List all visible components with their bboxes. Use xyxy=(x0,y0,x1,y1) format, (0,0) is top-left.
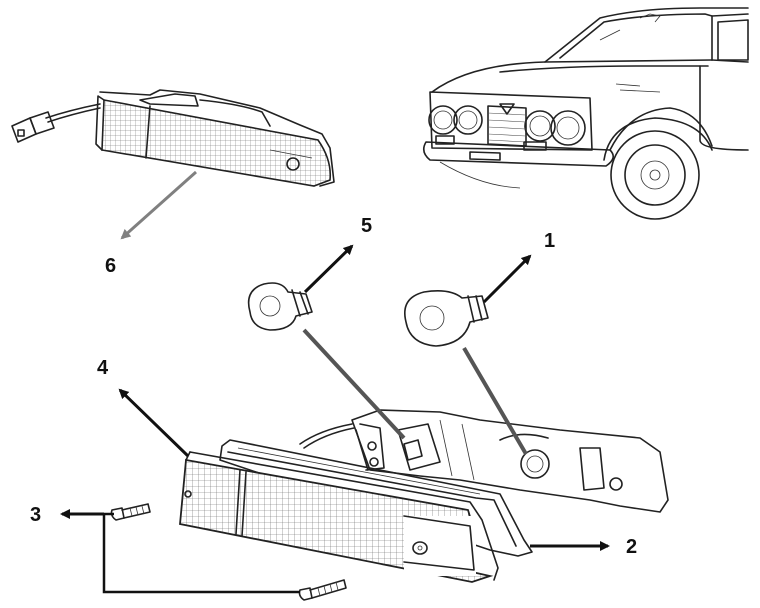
leader-arrow-4 xyxy=(118,388,190,458)
callout-2: 2 xyxy=(626,536,637,558)
callout-1: 1 xyxy=(544,230,555,252)
car-front-illustration xyxy=(422,7,749,220)
fixing-screws xyxy=(110,503,347,601)
bulb-large xyxy=(404,290,489,347)
leader-arrow-1 xyxy=(482,254,532,304)
callout-5: 5 xyxy=(361,215,372,237)
leader-bracket-3 xyxy=(60,509,300,594)
pointer-line-1 xyxy=(462,346,528,456)
indicator-lens xyxy=(179,451,499,583)
callout-labels: 6 5 1 4 3 2 xyxy=(30,215,637,558)
callout-4: 4 xyxy=(97,357,109,379)
callout-6: 6 xyxy=(105,255,116,277)
lamp-housing xyxy=(299,409,669,513)
callout-3: 3 xyxy=(30,504,41,526)
screw-lower xyxy=(298,579,347,601)
screw-upper xyxy=(110,503,151,521)
pointer-line-5 xyxy=(302,328,406,440)
leader-arrow-5 xyxy=(303,244,354,294)
leader-arrow-6 xyxy=(120,170,197,240)
leader-lines xyxy=(60,170,610,594)
complete-indicator-lamp-assembly xyxy=(11,89,335,187)
bulb-small xyxy=(247,282,313,331)
